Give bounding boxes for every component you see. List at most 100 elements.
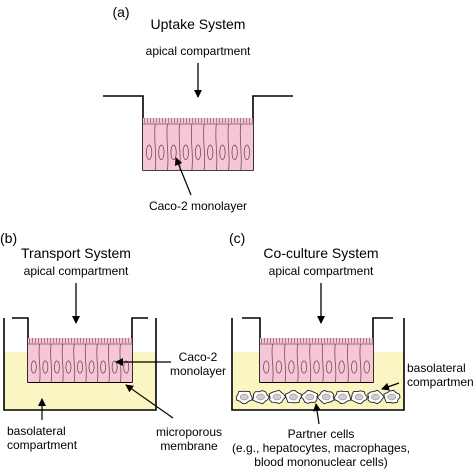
- cell-nucleus: [194, 144, 202, 161]
- cell-nucleus: [207, 144, 214, 161]
- cell-nucleus: [53, 360, 60, 374]
- cell-nucleus: [219, 144, 226, 161]
- monolayer-body: [143, 118, 253, 170]
- brush-border: [29, 338, 132, 343]
- panel-b-letter: (b): [0, 230, 17, 246]
- partner-cell-nucleus: [239, 393, 249, 401]
- partner-cell-nucleus: [338, 393, 347, 401]
- cell-border: [203, 123, 206, 171]
- cell-nucleus: [100, 360, 107, 374]
- cell-nucleus: [338, 360, 345, 374]
- partner-cell-nucleus: [387, 393, 397, 401]
- panel-c-basolateral-pointer: [381, 382, 400, 391]
- cell-border: [38, 343, 41, 383]
- panel-a-title: Uptake System: [151, 16, 246, 32]
- cell-nucleus: [65, 360, 72, 374]
- panel-c-partner-cells: [235, 389, 401, 405]
- partner-cell-nucleus: [272, 393, 282, 401]
- cell-border: [321, 343, 324, 383]
- cell-border: [61, 343, 64, 383]
- cell-nucleus: [123, 360, 130, 374]
- monolayer-body: [28, 338, 132, 382]
- cell-nucleus: [231, 144, 238, 161]
- panel-c-title: Co-culture System: [263, 245, 378, 261]
- cell-nucleus: [170, 144, 177, 161]
- panel-b-membrane-label-line1: microporous: [156, 425, 222, 439]
- panel-a-letter: (a): [112, 4, 129, 20]
- cell-nucleus: [351, 360, 358, 374]
- panel-b-title: Transport System: [21, 245, 131, 261]
- cell-border: [96, 343, 99, 383]
- panel-c-partner-label-line3: blood mononuclear cells): [254, 455, 387, 469]
- cell-nucleus: [182, 144, 189, 161]
- panel-a-apical-label: apical compartment: [146, 44, 251, 58]
- panel-b-apical-label: apical compartment: [24, 264, 129, 278]
- cell-nucleus: [77, 360, 83, 374]
- panel-a: (a) Uptake System apical compartment Cac…: [103, 4, 293, 213]
- panel-b-caco2-monolayer: [28, 338, 132, 383]
- cell-border: [334, 343, 337, 383]
- cell-border: [271, 343, 274, 383]
- cell-nucleus: [288, 360, 295, 374]
- cell-border: [73, 343, 76, 383]
- cell-nucleus: [243, 144, 250, 161]
- cell-nucleus: [42, 360, 49, 374]
- cell-border: [227, 123, 230, 171]
- panel-c-partner-label-line2: (e.g., hepatocytes, macrophages,: [232, 441, 410, 455]
- panel-a-monolayer-pointer: [174, 157, 192, 196]
- cell-nucleus: [158, 144, 165, 161]
- cell-nucleus: [325, 360, 333, 374]
- panel-b-monolayer-label-line1: Caco-2: [179, 350, 218, 364]
- panel-b-outer-well: [3, 318, 157, 411]
- cell-border: [166, 123, 169, 171]
- panel-c-apical-label: apical compartment: [269, 264, 374, 278]
- panel-c-letter: (c): [229, 230, 245, 246]
- cell-nucleus: [300, 360, 308, 374]
- cell-border: [284, 343, 287, 383]
- cell-nucleus: [363, 360, 370, 374]
- brush-border: [261, 338, 373, 343]
- partner-cell-nucleus: [354, 393, 364, 401]
- cell-border: [154, 123, 157, 171]
- cell-nucleus: [111, 360, 118, 374]
- panel-c-basolateral-label-line1: basolateral: [407, 361, 466, 375]
- cell-border: [50, 343, 53, 383]
- cell-border: [107, 343, 110, 383]
- partner-cell-nucleus: [256, 393, 265, 401]
- panel-b-membrane-pointer: [125, 384, 174, 419]
- partner-cell-nucleus: [371, 393, 380, 401]
- panel-c-partner-pointer: [313, 403, 321, 425]
- cell-border: [178, 123, 181, 171]
- partner-cell-nucleus: [321, 393, 331, 401]
- cell-border: [239, 123, 242, 171]
- panel-c: (c) Co-culture System apical compartment…: [229, 230, 474, 469]
- cell-nucleus: [313, 360, 320, 374]
- panel-c-basolateral-label-line2: compartmen: [407, 375, 474, 389]
- panel-b: (b) Transport System apical compartment …: [0, 230, 226, 453]
- brush-border: [144, 118, 253, 123]
- cell-border: [84, 343, 87, 383]
- cell-nucleus: [275, 360, 282, 374]
- panel-a-caco2-monolayer: [143, 118, 253, 171]
- panel-c-partner-label-line1: Partner cells: [288, 427, 355, 441]
- monolayer-body: [260, 338, 373, 382]
- cell-border: [359, 343, 362, 383]
- cell-nucleus: [88, 360, 95, 374]
- cell-nucleus: [263, 360, 270, 374]
- cell-border: [190, 123, 193, 171]
- cell-border: [296, 343, 299, 383]
- cell-nucleus: [146, 144, 153, 161]
- cell-border: [309, 343, 312, 383]
- panel-b-monolayer-label-line2: monolayer: [170, 364, 226, 378]
- cell-border: [215, 123, 218, 171]
- panel-b-basolateral-label-line2: compartment: [7, 438, 78, 452]
- partner-cell-nucleus: [305, 393, 315, 401]
- partner-cell-nucleus: [289, 393, 298, 401]
- cell-border: [346, 343, 349, 383]
- panel-b-membrane-label-line2: membrane: [160, 439, 218, 453]
- panel-a-monolayer-label: Caco-2 monolayer: [149, 199, 247, 213]
- panel-c-caco2-monolayer: [260, 338, 373, 383]
- cell-nucleus: [30, 360, 37, 374]
- panel-b-basolateral-label-line1: basolateral: [7, 424, 66, 438]
